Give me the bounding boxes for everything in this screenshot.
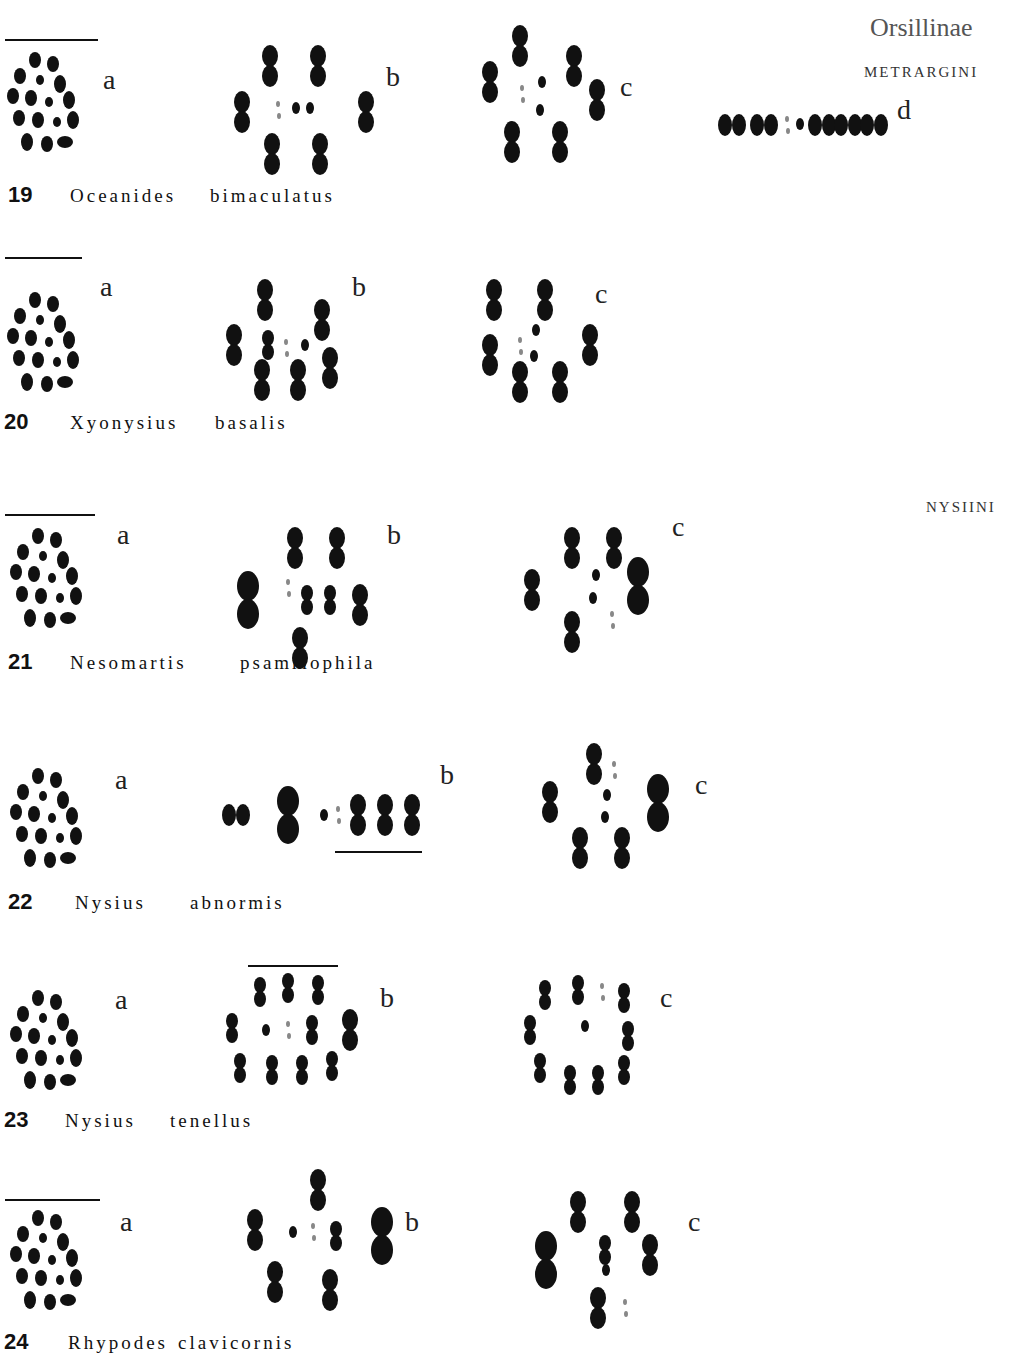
panel-letter: a xyxy=(115,766,127,794)
panel-letter: b xyxy=(352,273,366,301)
species-name: bimaculatus xyxy=(210,186,335,205)
figure-number: 23 xyxy=(4,1109,28,1131)
species-name: Nysius xyxy=(65,1111,136,1130)
panel-letter: d xyxy=(897,96,911,124)
species-name: Nesomartis xyxy=(70,653,187,672)
species-name: basalis xyxy=(215,413,288,432)
figure-number: 24 xyxy=(4,1331,28,1353)
species-name: tenellus xyxy=(170,1111,253,1130)
panel-letter: c xyxy=(595,280,607,308)
panel-letter: a xyxy=(117,521,129,549)
species-name: Xyonysius xyxy=(70,413,178,432)
species-name: Nysius xyxy=(75,893,146,912)
species-name: abnormis xyxy=(190,893,285,912)
panel-letter: b xyxy=(440,761,454,789)
species-name: Rhypodes xyxy=(68,1333,168,1352)
panel-letter: c xyxy=(672,513,684,541)
subfamily-title: Orsillinae xyxy=(870,15,973,41)
panel-letter: b xyxy=(380,984,394,1012)
tribe-name: NYSIINI xyxy=(926,500,996,515)
figure-number: 21 xyxy=(8,651,32,673)
panel-letter: a xyxy=(100,273,112,301)
species-name: psammophila xyxy=(240,653,375,672)
panel-letter: a xyxy=(115,986,127,1014)
figure-number: 20 xyxy=(4,411,28,433)
panel-letter: c xyxy=(695,771,707,799)
panel-letter: b xyxy=(405,1208,419,1236)
panel-letter: a xyxy=(103,66,115,94)
panel-letter: b xyxy=(386,63,400,91)
figure-number: 22 xyxy=(8,891,32,913)
panel-letter: a xyxy=(120,1208,132,1236)
figure-number: 19 xyxy=(8,184,32,206)
panel-letter: b xyxy=(387,521,401,549)
panel-letter: c xyxy=(660,984,672,1012)
tribe-name: METRARGINI xyxy=(864,65,978,80)
species-name: clavicornis xyxy=(178,1333,294,1352)
panel-letter: c xyxy=(688,1208,700,1236)
species-name: Oceanides xyxy=(70,186,176,205)
panel-letter: c xyxy=(620,73,632,101)
